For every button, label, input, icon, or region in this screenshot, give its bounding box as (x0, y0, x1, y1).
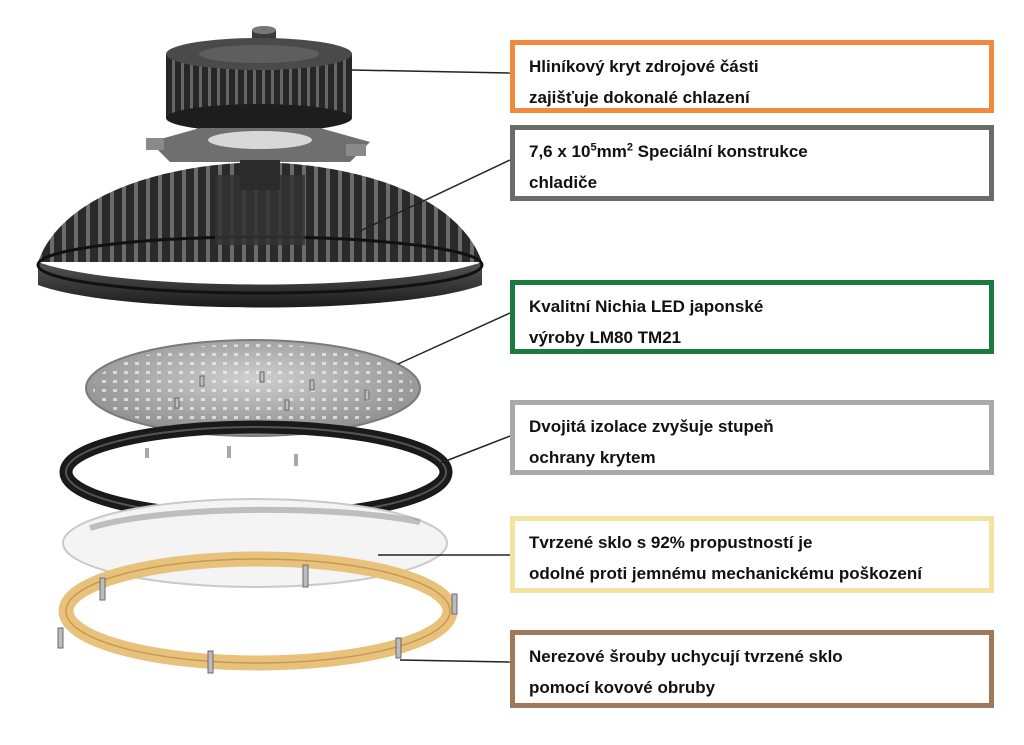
retaining-ring (57, 551, 458, 674)
callout-housing-line2: zajišťuje dokonalé chlazení (529, 88, 750, 107)
callout-glass-line1: Tvrzené sklo s 92% propustností je (529, 533, 813, 552)
callout-screws-line2: pomocí kovové obruby (529, 678, 716, 697)
callout-insulation-line1: Dvojitá izolace zvyšuje stupeň (529, 417, 774, 436)
callout-housing-line1: Hliníkový kryt zdrojové části (529, 57, 759, 76)
callout-screws: Nerezové šrouby uchycují tvrzené sklo po… (510, 630, 994, 708)
callout-glass-line2: odolné proti jemnému mechanickému poškoz… (529, 564, 922, 583)
callout-insulation-line2: ochrany krytem (529, 448, 656, 467)
mounting-plate (146, 128, 370, 162)
callout-led-line2: výroby LM80 TM21 (529, 328, 682, 347)
leader-heatsink (357, 159, 511, 233)
heatsink-unit: mm (596, 142, 627, 161)
callout-housing: Hliníkový kryt zdrojové části zajišťuje … (510, 40, 994, 113)
leader-housing (351, 69, 511, 74)
callout-led: Kvalitní Nichia LED japonské výroby LM80… (510, 280, 994, 354)
leader-led (397, 312, 511, 365)
led-plate (85, 339, 421, 437)
callout-heatsink-line1: 7,6 x 105mm2 Speciální konstrukce (529, 136, 975, 167)
callout-heatsink-line2: chladiče (529, 173, 598, 192)
heatsink-exponent: 5 (590, 141, 597, 154)
callout-glass: Tvrzené sklo s 92% propustností je odoln… (510, 516, 994, 593)
leader-insulation (437, 435, 511, 465)
leader-lines (351, 69, 511, 663)
callout-screws-line1: Nerezové šrouby uchycují tvrzené sklo (529, 647, 843, 666)
heatsink-value-pre: 7,6 x 10 (529, 142, 591, 161)
callout-insulation: Dvojitá izolace zvyšuje stupeň ochrany k… (510, 400, 994, 475)
leader-screws (399, 659, 511, 663)
callout-heatsink: 7,6 x 105mm2 Speciální konstrukce chladi… (510, 125, 994, 201)
heatsink-label: Speciální konstrukce (632, 142, 808, 161)
driver-housing (166, 26, 352, 132)
callout-led-line1: Kvalitní Nichia LED japonské (529, 297, 764, 316)
heatsink-dome (36, 160, 484, 308)
heatsink-unit-exponent: 2 (626, 141, 633, 154)
